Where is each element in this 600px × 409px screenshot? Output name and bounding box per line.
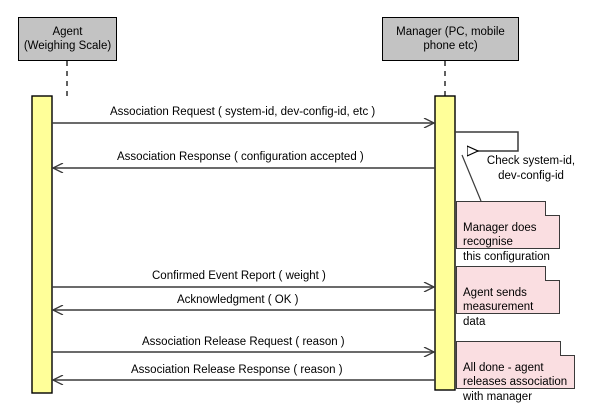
activation-bar-agent (31, 95, 53, 394)
participant-manager-label-line2: phone etc) (423, 40, 478, 52)
note-manager-recognise-text: Manager does recognise this configuratio… (463, 221, 550, 263)
note-agent-sends: Agent sends measurement data (456, 266, 560, 328)
message-label-confirmed-event-report: Confirmed Event Report ( weight ) (152, 270, 326, 282)
note-agent-sends-text: Agent sends measurement data (463, 286, 534, 328)
message-label-acknowledgment: Acknowledgment ( OK ) (177, 294, 299, 306)
activation-bar-manager (434, 95, 456, 391)
message-label-association-release-request: Association Release Request ( reason ) (142, 336, 345, 348)
message-label-association-response: Association Response ( configuration acc… (117, 151, 364, 163)
participant-box-manager[interactable]: Manager (PC, mobile phone etc) (382, 17, 519, 61)
self-message-check-ids-path (455, 131, 519, 151)
note-all-done: All done - agent releases association wi… (456, 341, 575, 403)
message-label-association-release-response: Association Release Response ( reason ) (131, 364, 343, 376)
note-all-done-text: All done - agent releases association wi… (463, 361, 568, 403)
participant-manager-label-line1: Manager (PC, mobile (396, 26, 505, 38)
participant-box-agent[interactable]: Agent (Weighing Scale) (18, 17, 117, 61)
participant-agent-label-line2: (Weighing Scale) (23, 40, 112, 52)
self-message-label-check-ids: Check system-id, dev-config-id (486, 155, 576, 182)
note-connector-line (461, 154, 482, 202)
message-label-association-request: Association Request ( system-id, dev-con… (110, 106, 376, 118)
note-manager-recognise: Manager does recognise this configuratio… (456, 201, 560, 263)
participant-agent-label-line1: Agent (52, 26, 83, 38)
